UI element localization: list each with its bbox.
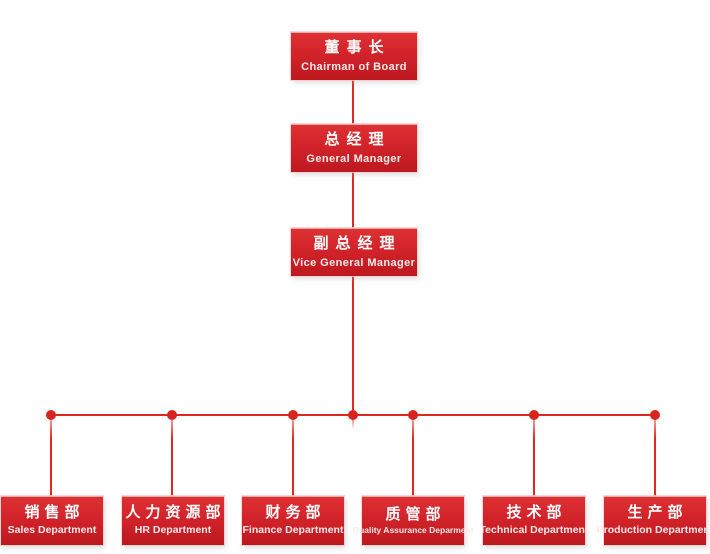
node-title-zh: 销售部 xyxy=(24,504,85,522)
connector-drop-finance xyxy=(292,415,294,496)
connector-gm-vgm xyxy=(352,171,354,228)
connector-drop-qa xyxy=(412,415,414,496)
node-title-en: Chairman of Board xyxy=(301,60,407,73)
node-title-en: Quality Assurance Deparment xyxy=(352,525,474,536)
node-title-en: Technical Department xyxy=(479,524,589,537)
connector-vgm-trunk xyxy=(352,276,354,415)
node-title-zh: 财务部 xyxy=(265,504,326,522)
node-chairman: 董事长 Chairman of Board xyxy=(291,32,417,80)
node-vice-general-manager: 副总经理 Vice General Manager xyxy=(291,228,417,276)
node-title-zh: 技术部 xyxy=(506,504,567,522)
node-title-zh: 董事长 xyxy=(324,38,391,56)
connector-drop-sales xyxy=(50,415,52,496)
junction-dot xyxy=(408,410,418,420)
junction-dot xyxy=(650,410,660,420)
connector-center-stub xyxy=(352,420,354,429)
node-title-zh: 总经理 xyxy=(324,130,391,148)
node-general-manager: 总经理 General Manager xyxy=(291,124,417,172)
junction-dot xyxy=(167,410,177,420)
node-title-en: Sales Department xyxy=(7,524,97,537)
node-title-zh: 质管部 xyxy=(385,505,446,523)
node-production-department: 生产部 Production Department xyxy=(597,496,710,545)
junction-dot xyxy=(288,410,298,420)
node-title-en: Production Department xyxy=(596,524,710,537)
node-sales-department: 销售部 Sales Department xyxy=(1,496,103,545)
node-quality-assurance-department: 质管部 Quality Assurance Deparment xyxy=(352,496,474,545)
junction-dot xyxy=(529,410,539,420)
junction-dot-center xyxy=(348,410,358,420)
node-title-zh: 人力资源部 xyxy=(125,504,226,522)
node-title-en: General Manager xyxy=(306,152,402,165)
node-title-en: Vice General Manager xyxy=(292,256,416,269)
node-title-zh: 副总经理 xyxy=(313,234,402,252)
node-technical-department: 技术部 Technical Department xyxy=(480,496,588,545)
connector-drop-production xyxy=(654,415,656,496)
node-title-en: Finance Department xyxy=(242,524,344,537)
junction-dot xyxy=(46,410,56,420)
node-title-zh: 生产部 xyxy=(627,504,688,522)
node-hr-department: 人力资源部 HR Department xyxy=(122,496,224,545)
connector-drop-technical xyxy=(533,415,535,496)
node-title-en: HR Department xyxy=(134,524,212,537)
node-finance-department: 财务部 Finance Department xyxy=(242,496,344,545)
connector-chairman-gm xyxy=(352,80,354,124)
connector-drop-hr xyxy=(171,415,173,496)
